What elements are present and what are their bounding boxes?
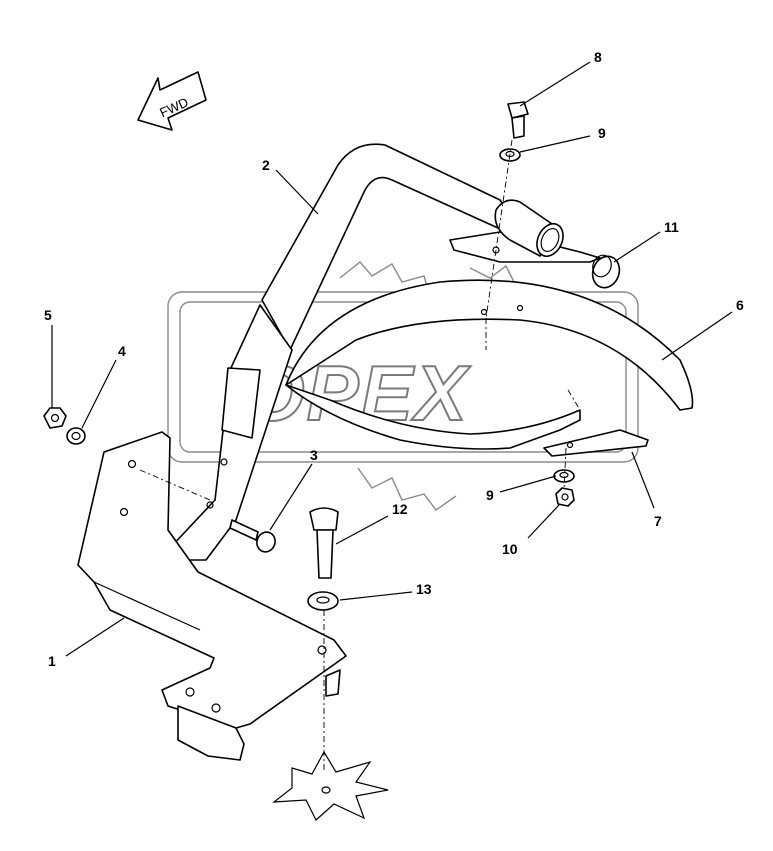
- part-9-washer-lower: [553, 469, 575, 483]
- part-5-nut: [43, 407, 67, 429]
- part-12-bolt: [309, 507, 339, 579]
- callout-11: 11: [664, 219, 679, 235]
- part-13-washer: [307, 591, 339, 611]
- callout-12: 12: [392, 501, 408, 517]
- callout-1: 1: [48, 653, 56, 669]
- callout-10: 10: [502, 541, 518, 557]
- callout-13: 13: [416, 581, 432, 597]
- callout-6: 6: [736, 297, 744, 313]
- callout-9-upper: 9: [598, 125, 606, 141]
- callout-2: 2: [262, 157, 270, 173]
- floor-mount-symbol: [272, 750, 389, 821]
- part-4-washer: [66, 427, 86, 445]
- assembly-axes: [139, 139, 581, 770]
- part-7-strip: [543, 429, 649, 457]
- part-11-cap: [591, 254, 621, 289]
- fwd-arrow: FWD: [137, 71, 207, 131]
- callout-3: 3: [310, 447, 318, 463]
- part-8-bolt: [507, 101, 529, 139]
- watermark-gear: [339, 261, 517, 511]
- leader-lines: [51, 61, 733, 657]
- part-6-fender: [285, 279, 694, 450]
- part-3-bolt: [229, 519, 276, 553]
- part-1-bracket: [77, 431, 347, 761]
- part-2-bar: [169, 143, 511, 561]
- part-10-nut: [555, 487, 575, 507]
- tube-sleeve: [494, 199, 564, 258]
- callout-labels: 8 9 2 11 6 5 4 3 9 12 7 10 13 1: [44, 49, 744, 669]
- callout-8: 8: [594, 49, 602, 65]
- callout-5: 5: [44, 307, 52, 323]
- callout-9-lower: 9: [486, 487, 494, 503]
- callout-4: 4: [118, 343, 126, 359]
- callout-7: 7: [654, 513, 662, 529]
